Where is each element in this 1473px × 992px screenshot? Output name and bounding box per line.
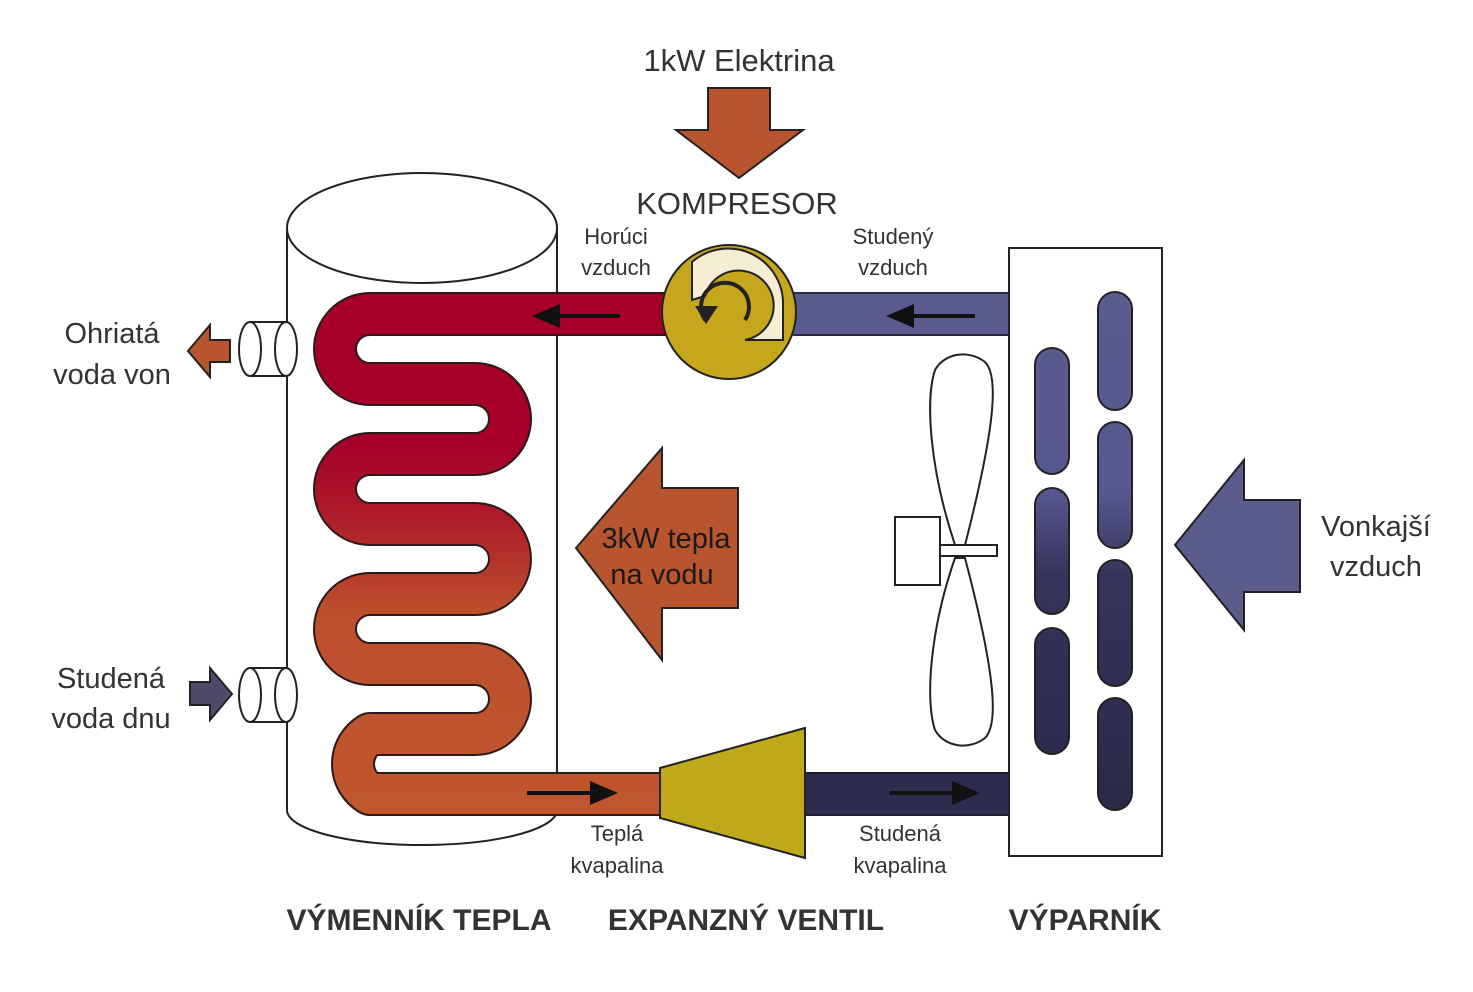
flow-arrow-hot-gas [532,304,620,328]
flow-arrow-cold-liquid [890,781,980,805]
refrigerant-coil [313,292,668,816]
water-outlet-nozzle [238,321,298,377]
rotation-icon [695,280,751,324]
water-in-arrow [189,665,234,723]
warm-liquid-label-line1: Teplá [591,821,644,846]
outside-air-label-line2: vzduch [1330,551,1422,583]
expansion-valve-title: EXPANZNÝ VENTIL [608,903,884,937]
electricity-input-arrow [673,87,806,180]
heat-transfer-arrow [574,445,739,663]
outside-air-label-line1: Vonkajší [1321,511,1431,543]
electricity-label: 1kW Elektrina [643,43,835,78]
evaporator-title: VÝPARNÍK [1009,903,1162,937]
cold-air-label-line1: Studený [853,224,934,249]
cold-liquid-label-line2: kvapalina [854,853,948,878]
hot-air-label-line1: Horúci [584,224,648,249]
cold-liquid-label-line1: Studená [859,821,942,846]
evaporator [1008,247,1163,857]
warm-liquid-label-line2: kvapalina [571,853,665,878]
cold-air-label-line2: vzduch [858,255,928,280]
evaporator-tubes [1034,291,1133,811]
water-out-arrow [186,322,231,380]
water-in-label-line1: Studená [57,663,166,695]
flow-arrow-cold-gas [886,304,975,328]
heat-transfer-label-line1: 3kW tepla [602,523,732,555]
expansion-valve [659,726,806,860]
water-out-label-line2: voda von [53,359,171,391]
compressor-label: KOMPRESOR [636,186,838,221]
heat-exchanger-title: VÝMENNÍK TEPLA [286,903,551,937]
flow-arrow-warm-liquid [527,781,618,805]
fan [894,353,998,747]
outside-air-arrow [1173,457,1301,633]
heat-transfer-label-line2: na vodu [610,559,713,591]
compressor [661,244,797,380]
hot-air-label-line2: vzduch [581,255,651,280]
water-in-label-line2: voda dnu [51,703,170,735]
water-out-label-line1: Ohriatá [64,318,160,350]
water-inlet-nozzle [238,667,298,723]
